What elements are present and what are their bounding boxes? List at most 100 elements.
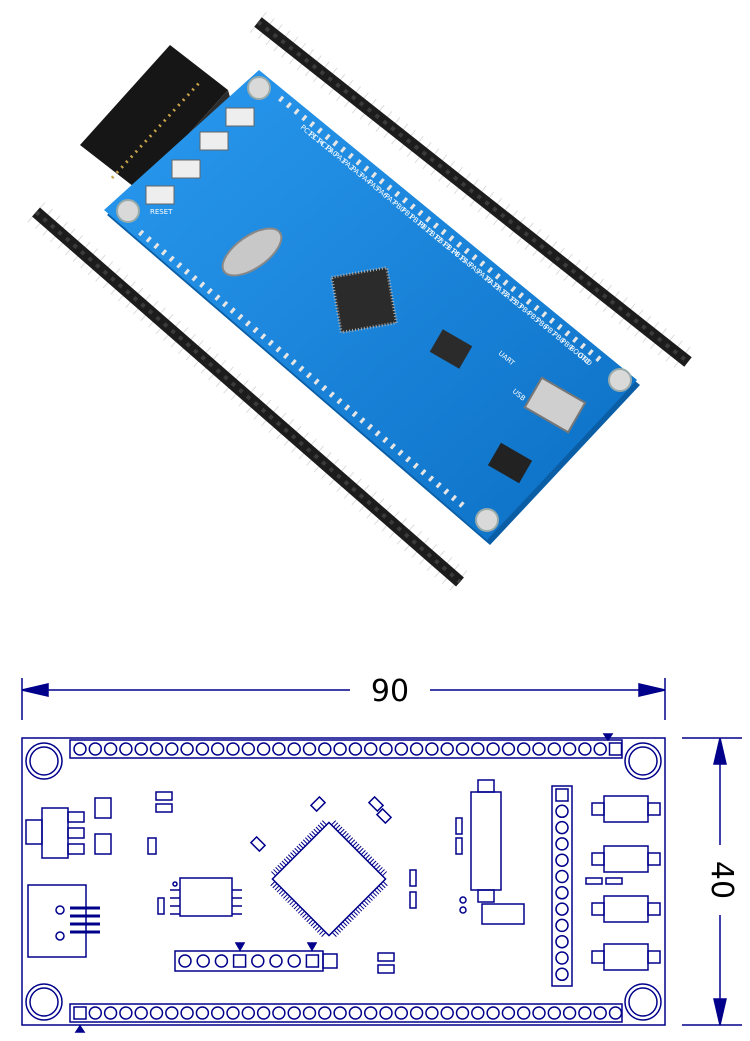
pin-pad (455, 742, 470, 756)
pin-pad (272, 742, 286, 756)
pin-pad (555, 837, 569, 851)
tact-switch (171, 159, 201, 179)
pin-pad (103, 742, 118, 756)
resistor (377, 964, 395, 974)
pin-pad (394, 742, 409, 756)
resistor (605, 877, 623, 885)
mount-hole (628, 746, 658, 776)
regulator-chip (429, 329, 473, 369)
pin-pad (73, 742, 87, 756)
tactile-switches (591, 795, 661, 971)
vertical-header-outline (551, 785, 573, 987)
arrow-down (713, 998, 727, 1026)
pin-pad (119, 1006, 133, 1020)
left-pin-header (27, 202, 469, 592)
switch-pad (647, 802, 661, 816)
pin-pad (555, 918, 569, 933)
resistor (155, 791, 173, 801)
pin-pad (180, 1006, 194, 1020)
pin-pad (165, 1006, 179, 1020)
capacitor (309, 795, 327, 813)
mcu-chip (329, 265, 399, 335)
tactile-switch (603, 943, 649, 971)
pin-pad (318, 1006, 332, 1020)
resistor (409, 869, 417, 887)
pin-pad (318, 742, 332, 756)
pin-pad (555, 934, 569, 949)
capacitor (94, 797, 112, 819)
resistor (409, 891, 417, 909)
pin-pad (287, 742, 301, 756)
pin-pad (516, 1006, 531, 1020)
mount-hole (608, 368, 632, 392)
pin-pad (555, 967, 569, 982)
pin-pad (195, 742, 210, 756)
pin-pad (348, 1006, 363, 1020)
tactile-switch (603, 845, 649, 873)
pin-pad (134, 1006, 148, 1020)
pin-pad (394, 1006, 409, 1020)
tactile-switch (603, 895, 649, 923)
mount-hole (25, 983, 63, 1021)
pin-pad (210, 1006, 225, 1020)
switch-pad (647, 950, 661, 964)
crystal-small (481, 903, 525, 925)
switch-pad (647, 852, 661, 866)
pin-pad (348, 742, 363, 756)
pin-pad (578, 1006, 592, 1020)
height-dimension-label: 40 (704, 861, 739, 899)
pin-pad-square (608, 742, 623, 756)
mount-hole (475, 508, 499, 532)
pin-pad (501, 742, 516, 756)
pin-pad (409, 742, 424, 756)
pin-pad (363, 742, 378, 756)
pin-pad (214, 954, 229, 968)
mount-hole (247, 76, 271, 100)
pin-pad (532, 742, 546, 756)
pin-pad (555, 951, 569, 965)
pcb-board: RESET UART USB PC13PC14PC15PA0PA1PA2PA3P… (104, 70, 640, 545)
jumper-cap (322, 953, 338, 969)
pin-pad (180, 742, 194, 756)
pin-pad (149, 742, 164, 756)
pin-pad (379, 742, 393, 756)
pin-pad (226, 742, 240, 756)
pin-pad (555, 820, 569, 835)
resistor (147, 837, 157, 855)
pin-pad-square (305, 954, 320, 968)
pin-pad (287, 954, 301, 968)
pin-pad (501, 1006, 516, 1020)
capacitor (94, 833, 112, 855)
pin-pad (88, 1006, 103, 1020)
resistor (157, 897, 165, 915)
pin-pad (555, 804, 569, 819)
pin-pad (165, 742, 179, 756)
pin-pad (486, 742, 500, 756)
pin-pad (555, 886, 569, 900)
resistor (585, 877, 603, 885)
pin-pad (196, 954, 210, 968)
pin-pad (302, 1006, 317, 1020)
pin-pad (532, 1006, 546, 1020)
capacitor (367, 795, 385, 813)
pin-pad (287, 1006, 301, 1020)
resistor (377, 952, 395, 962)
reset-button (145, 185, 175, 205)
mount-hole (624, 983, 662, 1021)
pin-pad (241, 1006, 256, 1020)
pin-pad (256, 1006, 271, 1020)
pin-pad-square (555, 788, 569, 802)
pin-pad (578, 742, 592, 756)
crystal-footprint (470, 791, 502, 891)
pin-pad (226, 1006, 240, 1020)
mount-hole (628, 987, 658, 1017)
pin-pad (471, 1006, 485, 1020)
mount-hole (29, 987, 59, 1017)
mcu-footprint (270, 820, 388, 938)
pin-pad (119, 742, 133, 756)
pin-pad (379, 1006, 393, 1020)
pin-pad (134, 742, 148, 756)
resistor (155, 803, 173, 813)
vertical-header-pins (555, 788, 569, 982)
pin-pad (547, 742, 562, 756)
